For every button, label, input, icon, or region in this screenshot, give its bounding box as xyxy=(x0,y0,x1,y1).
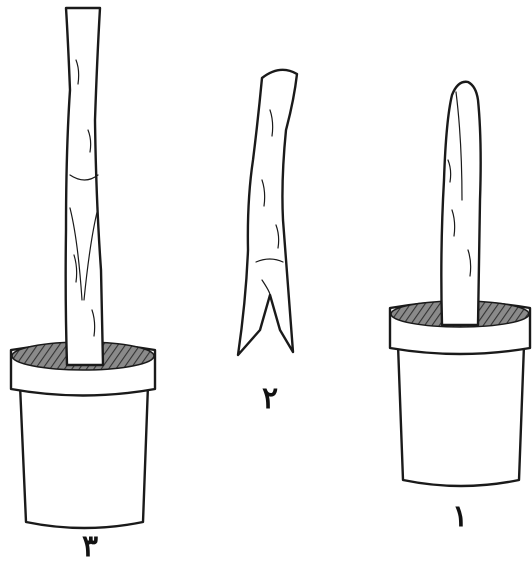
panel-label-left: ٣ xyxy=(82,529,98,564)
panel-right: ١ xyxy=(390,82,530,534)
pot-body-left xyxy=(20,385,148,528)
panel-label-right: ١ xyxy=(452,499,468,534)
panel-label-middle: ٢ xyxy=(262,381,278,416)
stem-right xyxy=(441,82,480,325)
panel-middle: ٢ xyxy=(238,70,297,416)
panel-left: ٣ xyxy=(11,8,155,564)
stem-left xyxy=(66,8,103,365)
scion-middle xyxy=(238,70,297,355)
pot-body-right xyxy=(398,345,524,486)
